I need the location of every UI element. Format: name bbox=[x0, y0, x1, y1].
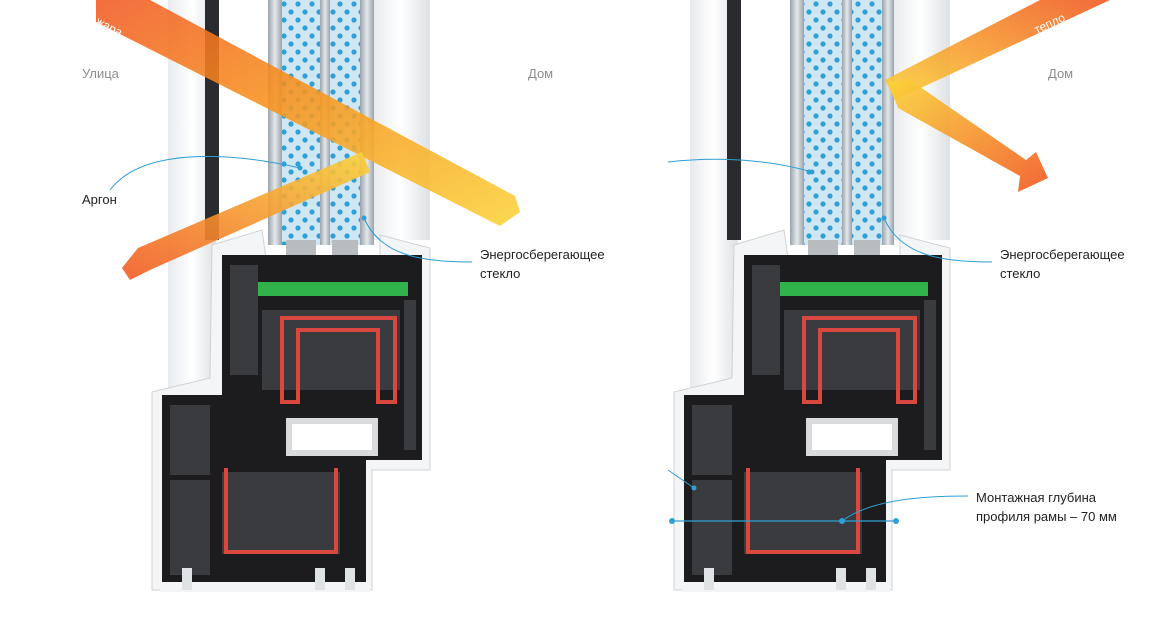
right-argon-leader bbox=[667, 158, 813, 173]
left-glass-label-line1: Энергосберегающее bbox=[480, 247, 605, 262]
depth-leader bbox=[841, 495, 969, 522]
depth-label-line1: Монтажная глубина bbox=[976, 490, 1096, 505]
right-argon-chamber-2 bbox=[852, 0, 882, 245]
right-glass-label-line1: Энергосберегающее bbox=[1000, 247, 1125, 262]
left-inside-label: Дом bbox=[528, 66, 554, 81]
outside-label: Улица bbox=[82, 66, 119, 81]
right-argon-chamber-1 bbox=[804, 0, 842, 245]
right-window-section bbox=[667, 0, 1110, 592]
left-frame-reinforcement bbox=[224, 468, 338, 554]
right-gasket bbox=[780, 282, 928, 296]
argon-label: Аргон bbox=[82, 192, 117, 207]
left-gasket bbox=[258, 282, 408, 296]
left-glass-leader bbox=[363, 217, 473, 263]
left-pvc-profile bbox=[151, 229, 431, 592]
left-window-section bbox=[96, 0, 520, 592]
left-argon-leader bbox=[109, 155, 301, 191]
left-heat-beam-reflected bbox=[122, 152, 370, 280]
right-glass-leader bbox=[883, 217, 993, 263]
right-inside-label: Дом bbox=[1048, 66, 1074, 81]
right-glazing-unit bbox=[790, 0, 894, 264]
left-inner-frame bbox=[372, 0, 430, 240]
depth-label-line2: профиля рамы – 70 мм bbox=[976, 509, 1117, 524]
left-sash-reinforcement bbox=[280, 316, 397, 404]
right-pvc-profile bbox=[673, 229, 951, 592]
right-glass-label-line2: стекло bbox=[1000, 266, 1041, 281]
right-heat-beam-in bbox=[885, 0, 1110, 100]
left-heat-beam-in bbox=[96, 0, 520, 226]
right-heat-beam-reflected bbox=[888, 80, 1048, 192]
left-glass-label-line2: стекло bbox=[480, 266, 521, 281]
